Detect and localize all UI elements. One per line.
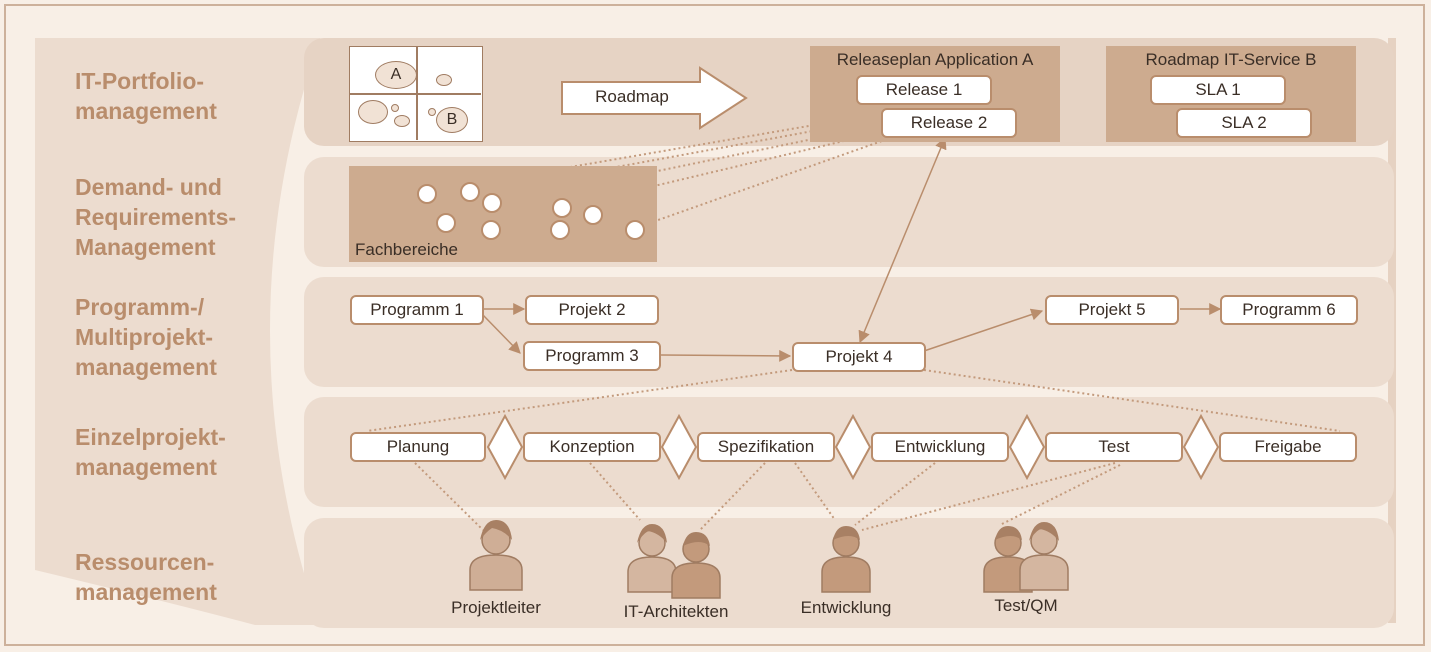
- roadmap-label: Roadmap: [595, 87, 669, 106]
- person-icon-architekt-1: [627, 524, 677, 593]
- roadmap-arrow: [561, 66, 748, 130]
- release-2-box: Release 2: [881, 108, 1017, 138]
- matrix-bubble: [394, 115, 410, 127]
- matrix-bubble: [428, 108, 436, 116]
- matrix-bubble: [358, 100, 388, 124]
- requirement-bubble: [625, 220, 645, 240]
- phase-konzeption: Konzeption: [523, 432, 661, 462]
- requirement-bubble: [417, 184, 437, 204]
- person-icon-tester-2: [1019, 522, 1069, 591]
- milestones: [486, 413, 1220, 481]
- programm-3-box: Programm 3: [523, 341, 661, 371]
- resource-entwicklung-label: Entwicklung: [800, 598, 892, 617]
- sla-2-box: SLA 2: [1176, 108, 1312, 138]
- sla-1-box: SLA 1: [1150, 75, 1286, 105]
- layer-label-program: Programm-/ Multiprojekt- management: [75, 294, 217, 380]
- resource-projektleiter-label: Projektleiter: [451, 598, 541, 617]
- matrix-bubble-a: A: [375, 61, 417, 89]
- resource-architekten-label: IT-Architekten: [623, 602, 729, 621]
- service-roadmap-title: Roadmap IT-Service B: [1145, 50, 1317, 69]
- projekt-5-box: Projekt 5: [1045, 295, 1179, 325]
- matrix-bubble-b: B: [436, 107, 468, 133]
- phase-test: Test: [1045, 432, 1183, 462]
- requirement-bubble: [481, 220, 501, 240]
- layer-label-portfolio: IT-Portfolio- management: [75, 68, 217, 124]
- resource-links: [414, 462, 1121, 531]
- requirement-bubble: [550, 220, 570, 240]
- fachbereiche-label: Fachbereiche: [355, 240, 459, 259]
- requirement-bubble: [482, 193, 502, 213]
- outer-frame: [4, 4, 1425, 646]
- phase-planung: Planung: [350, 432, 486, 462]
- matrix-bubble: [391, 104, 399, 112]
- person-icon-entwickler: [821, 526, 871, 593]
- layer-label-single-project: Einzelprojekt- management: [75, 424, 226, 480]
- matrix-bubble: [436, 74, 452, 86]
- programm-6-box: Programm 6: [1220, 295, 1358, 325]
- requirement-bubble: [436, 213, 456, 233]
- release-1-box: Release 1: [856, 75, 992, 105]
- projekt-2-box: Projekt 2: [525, 295, 659, 325]
- projekt-4-box: Projekt 4: [792, 342, 926, 372]
- requirement-bubble: [552, 198, 572, 218]
- layer-label-demand: Demand- und Requirements- Management: [75, 174, 237, 260]
- fachbereiche-panel: [349, 166, 657, 262]
- layer-label-resources: Ressourcen- management: [75, 549, 217, 605]
- phase-entwicklung: Entwicklung: [871, 432, 1009, 462]
- phase-spezifikation: Spezifikation: [697, 432, 835, 462]
- resource-testqm-label: Test/QM: [994, 596, 1058, 615]
- person-icon-architekt-2: [671, 532, 721, 599]
- requirement-bubble: [460, 182, 480, 202]
- programm-1-box: Programm 1: [350, 295, 484, 325]
- label-swoosh: [35, 38, 320, 625]
- requirement-bubble: [583, 205, 603, 225]
- person-icon-projektleiter: [469, 520, 523, 591]
- phase-freigabe: Freigabe: [1219, 432, 1357, 462]
- releaseplan-title: Releaseplan Application A: [836, 50, 1034, 69]
